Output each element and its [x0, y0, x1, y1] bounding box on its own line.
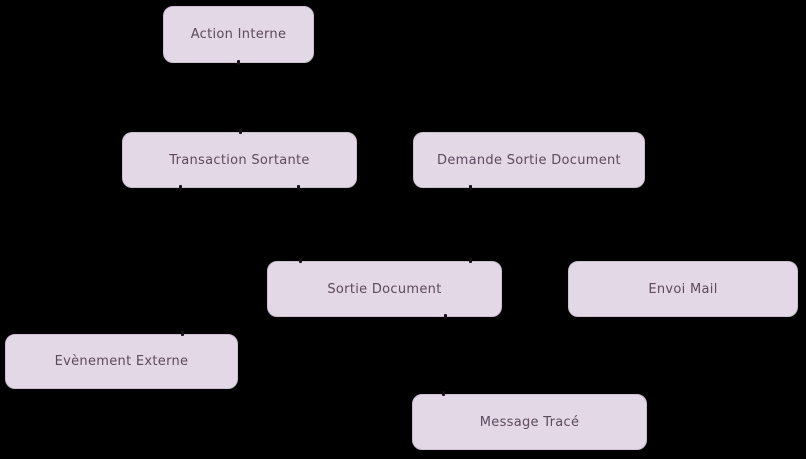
connector-transaction-sortante-to-evenement-externe	[179, 187, 183, 335]
node-sortie-document[interactable]: Sortie Document	[267, 261, 502, 317]
connector-transaction-sortante-to-sortie-document	[297, 187, 301, 262]
connector-sortie-document-to-message-trace	[442, 316, 446, 395]
connector-action-interne-to-transaction-sortante	[237, 62, 241, 133]
node-message-trace[interactable]: Message Tracé	[412, 394, 647, 450]
node-label: Action Interne	[190, 27, 287, 42]
node-demande-sortie-document[interactable]: Demande Sortie Document	[413, 132, 645, 188]
node-transaction-sortante[interactable]: Transaction Sortante	[122, 132, 357, 188]
node-label: Demande Sortie Document	[437, 152, 621, 168]
node-label: Sortie Document	[327, 281, 442, 297]
node-envoi-mail[interactable]: Envoi Mail	[568, 261, 798, 317]
node-label: Transaction Sortante	[169, 152, 310, 168]
node-action-interne[interactable]: Action Interne	[163, 6, 314, 63]
node-label: Message Tracé	[479, 414, 580, 430]
node-label: Evènement Externe	[54, 354, 189, 369]
node-evenement-externe[interactable]: Evènement Externe	[5, 334, 238, 389]
node-label: Envoi Mail	[648, 281, 718, 297]
